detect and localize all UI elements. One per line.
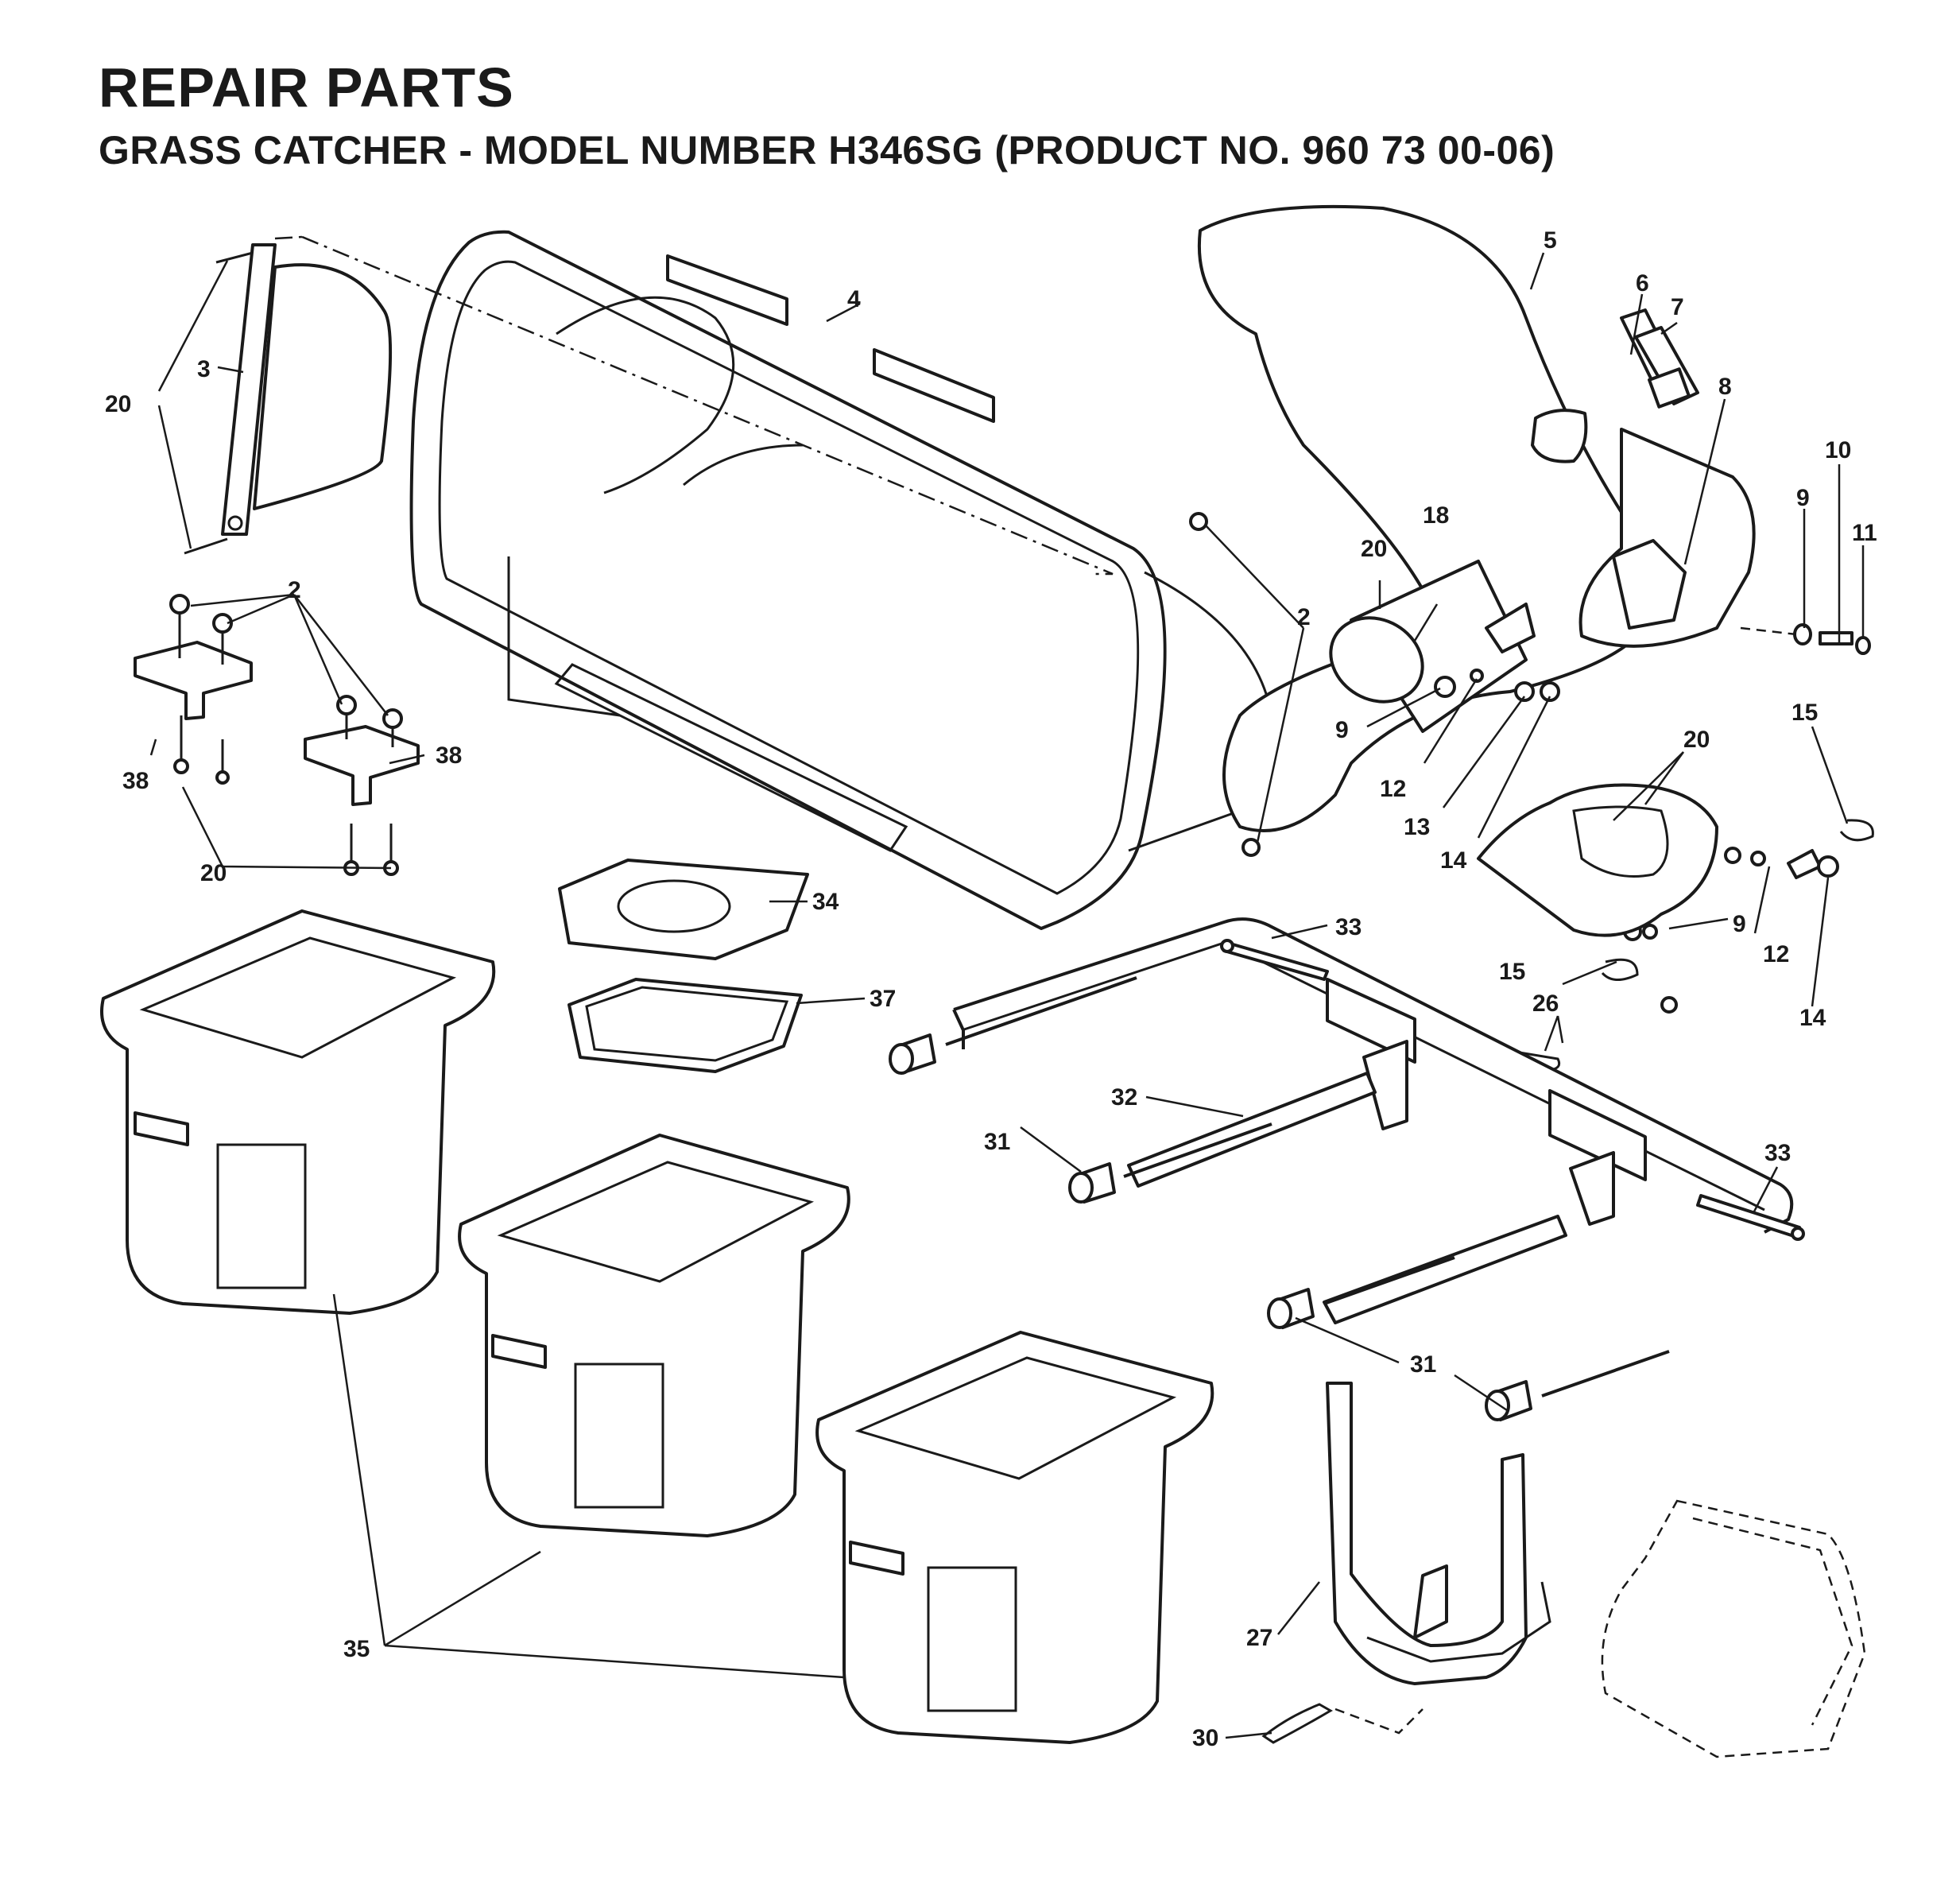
assembly-line-screen-top [274, 235, 303, 240]
part-3-screen-panel [184, 243, 393, 555]
callout-38-left: 38 [122, 768, 149, 794]
part-33-rods [1220, 939, 1805, 1241]
callout-34: 34 [812, 889, 839, 915]
callout-13: 13 [1404, 814, 1430, 840]
callout-7: 7 [1671, 294, 1684, 320]
callout-10: 10 [1825, 437, 1851, 463]
part-34-plate [558, 859, 809, 960]
callout-31-right: 31 [1410, 1351, 1436, 1378]
part-37-gasket [567, 978, 803, 1073]
callout-18: 18 [1423, 502, 1449, 529]
callout-20-mount: 20 [1683, 727, 1710, 753]
callout-9-right: 9 [1796, 485, 1810, 511]
callout-27: 27 [1246, 1625, 1272, 1651]
parts-9-10-11-hardware [1740, 623, 1871, 655]
callout-labels: 20 3 4 5 6 7 8 10 9 11 2 2 18 20 38 38 2… [105, 227, 1877, 1751]
parts-12-13-14-washers [1434, 669, 1839, 1014]
part-7-knob [1634, 326, 1699, 409]
part-32-frame [952, 917, 1794, 1324]
callout-5: 5 [1544, 227, 1557, 254]
callout-4: 4 [847, 286, 861, 312]
part-27-handle [1326, 1382, 1551, 1685]
callout-20-tube: 20 [1361, 536, 1387, 562]
callout-33-right: 33 [1764, 1140, 1791, 1166]
page-title: REPAIR PARTS [99, 56, 514, 118]
callout-15-top: 15 [1792, 700, 1818, 726]
callout-9-lower: 9 [1733, 911, 1746, 937]
part-31-caps [889, 976, 1670, 1421]
callout-26: 26 [1532, 990, 1559, 1017]
callout-35: 35 [343, 1636, 370, 1662]
callout-3: 3 [197, 356, 211, 382]
callout-8: 8 [1718, 374, 1732, 400]
mower-deck-reference [1601, 1499, 1866, 1758]
callout-14-mid: 14 [1440, 847, 1467, 874]
callout-11: 11 [1852, 520, 1877, 546]
part-30-clip [1261, 1703, 1424, 1744]
callout-2-left: 2 [288, 577, 301, 603]
part-35-bag-3 [815, 1331, 1214, 1744]
part-15-clips [1601, 819, 1874, 981]
callout-6: 6 [1636, 270, 1649, 297]
page-subtitle: GRASS CATCHER - MODEL NUMBER H346SG (PRO… [99, 128, 1555, 173]
callout-12-mid: 12 [1380, 776, 1406, 802]
part-38-brackets [134, 614, 420, 806]
callout-20-screen: 20 [105, 391, 131, 417]
callout-15-lower: 15 [1499, 959, 1525, 985]
callout-12-lower: 12 [1763, 941, 1789, 967]
part-chute-lower-mount [1477, 783, 1718, 937]
callout-2-right: 2 [1297, 604, 1311, 630]
callout-38-right: 38 [436, 742, 462, 769]
part-35-bag-2 [458, 1134, 850, 1537]
callout-33-top: 33 [1335, 914, 1362, 940]
callout-14-lower: 14 [1799, 1005, 1826, 1031]
callout-31-left: 31 [984, 1129, 1010, 1155]
callout-9-mid: 9 [1335, 717, 1349, 743]
leader-lines [149, 252, 1865, 1739]
callout-30: 30 [1192, 1725, 1218, 1751]
callout-20-bolts: 20 [200, 860, 227, 886]
assembly-line-screen [301, 235, 1114, 576]
part-35-bag-1 [100, 909, 496, 1315]
part-8-latch-plate [1612, 539, 1687, 630]
part-18-tube [1329, 560, 1536, 733]
callout-32: 32 [1111, 1084, 1137, 1111]
callout-37: 37 [870, 986, 896, 1012]
part-2-nuts [169, 512, 1261, 857]
part-6-latch [1531, 409, 1588, 463]
